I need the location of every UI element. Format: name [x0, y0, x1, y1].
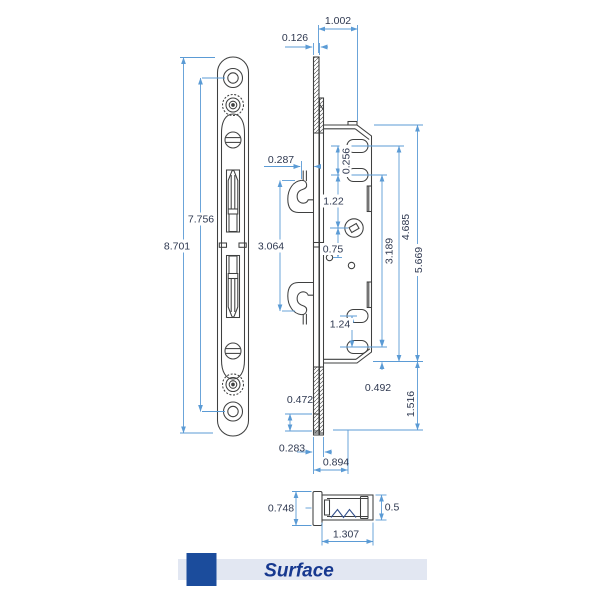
upper-hook [287, 170, 314, 214]
anti-slam-teeth [330, 508, 357, 519]
dim-faceplate-edge-width: 0.283 [279, 443, 305, 455]
side-tab-lower [366, 281, 373, 309]
dim-spindle-to-hole: 0.75 [323, 244, 344, 256]
faceplate-outline [216, 56, 250, 437]
bottom-adjustment-port [221, 373, 245, 396]
lower-hook [287, 281, 314, 325]
pin-hole-right [347, 261, 356, 270]
dim-case-height: 5.669 [413, 247, 425, 273]
top-screw [224, 131, 242, 149]
bottom-screw-hole [222, 401, 244, 422]
dim-hole-spacing: 7.756 [188, 214, 214, 226]
lower-hook-bolt-slot [225, 254, 241, 319]
dim-slot-to-bottom-edge: 4.685 [400, 214, 412, 240]
top-adjustment-port [221, 93, 245, 117]
dim-faceplate-bottom: 0.472 [287, 394, 313, 406]
footer-accent-square [186, 553, 217, 586]
center-mark-left [218, 242, 228, 248]
top-dome [220, 113, 246, 134]
dimension-lines [180, 25, 423, 546]
side-view [287, 56, 373, 436]
dim-slot-to-spindle: 1.22 [323, 196, 344, 208]
dim-overall-height: 8.701 [164, 241, 190, 253]
bottom-screw [224, 342, 242, 360]
dim-bottom-extension: 1.516 [405, 391, 417, 417]
flange-section [312, 490, 323, 527]
dim-flange-width: 0.748 [268, 503, 294, 515]
dim-lower-slot-gap: 1.24 [330, 319, 351, 331]
footer-title: Surface [264, 561, 334, 582]
footer: Surface [178, 553, 427, 586]
dimension-labels: 8.701 7.756 1.002 0.126 0.287 3.064 0.25… [161, 15, 425, 541]
top-screw-hole [222, 67, 244, 89]
dim-lower-slot-to-edge: 0.492 [365, 382, 391, 394]
dim-hook-span: 3.064 [258, 241, 284, 253]
dim-case-thickness: 0.5 [385, 502, 400, 514]
bottom-dome [220, 359, 246, 380]
dim-bottom-depth: 0.894 [323, 457, 349, 469]
dim-slot-span: 3.189 [383, 238, 395, 264]
case-section [321, 494, 374, 521]
dim-body-depth: 1.002 [325, 15, 351, 27]
dim-faceplate-thickness: 0.126 [282, 32, 308, 44]
center-mark-right [238, 242, 247, 248]
dim-case-width: 1.307 [333, 529, 359, 541]
top-tab [347, 120, 358, 126]
front-view [216, 56, 250, 437]
dim-hook-clearance: 0.287 [268, 154, 294, 166]
top-view [312, 490, 374, 527]
upper-hook-bolt-slot [225, 169, 241, 233]
side-tab-upper [366, 185, 373, 213]
footer-bar [178, 559, 427, 580]
dim-slot-gap: 0.256 [340, 148, 352, 174]
